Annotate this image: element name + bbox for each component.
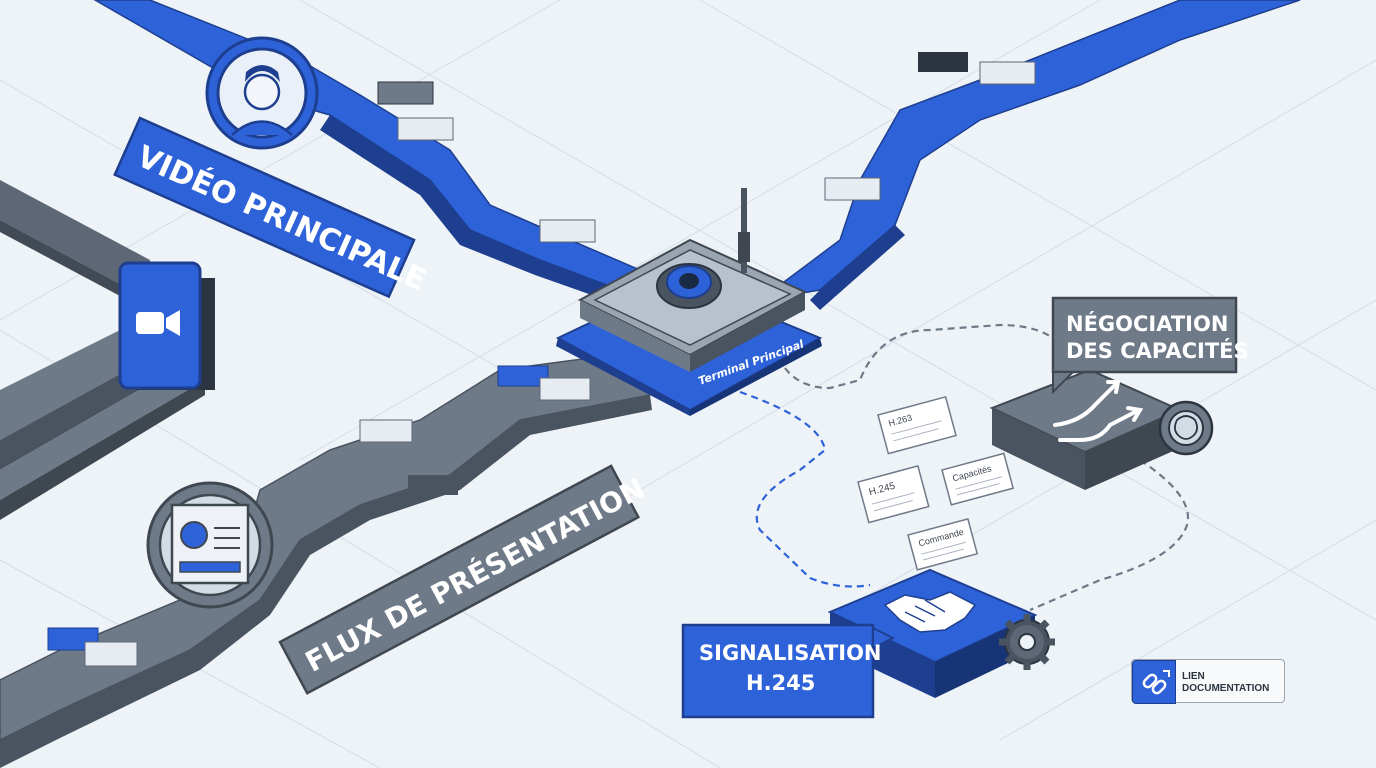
merge-arrows-icon	[1053, 380, 1144, 442]
negotiation-label: NÉGOCIATION DES CAPACITÉS	[1051, 296, 1249, 395]
negotiation-platform	[989, 368, 1183, 490]
negotiation-line2: DES CAPACITÉS	[1066, 338, 1249, 363]
gear-icon	[999, 614, 1055, 670]
signal-links	[739, 323, 1190, 612]
doc-link-line2: DOCUMENTATION	[1182, 683, 1270, 694]
negotiation-line1: NÉGOCIATION	[1066, 311, 1228, 336]
capability-cards: H.263 H.245 Capacités Commande	[857, 395, 1015, 571]
webcam-lens-icon	[656, 263, 722, 309]
documentation-link[interactable]: LIEN DOCUMENTATION	[1131, 659, 1285, 704]
video-camera-icon	[118, 261, 215, 390]
signaling-line2: H.245	[746, 671, 815, 695]
right-blue-belt	[759, 0, 1301, 310]
chain-link-icon	[1132, 660, 1176, 704]
antenna-icon	[738, 188, 750, 273]
presentation-document-icon	[146, 481, 274, 609]
doc-link-line1: LIEN	[1182, 671, 1205, 682]
packets	[47, 52, 1036, 667]
signaling-label: SIGNALISATION H.245	[681, 623, 896, 719]
handshake-icon	[883, 591, 977, 633]
signaling-line1: SIGNALISATION	[699, 641, 882, 665]
brain-icon	[1158, 400, 1214, 456]
person-avatar-icon	[205, 36, 319, 150]
